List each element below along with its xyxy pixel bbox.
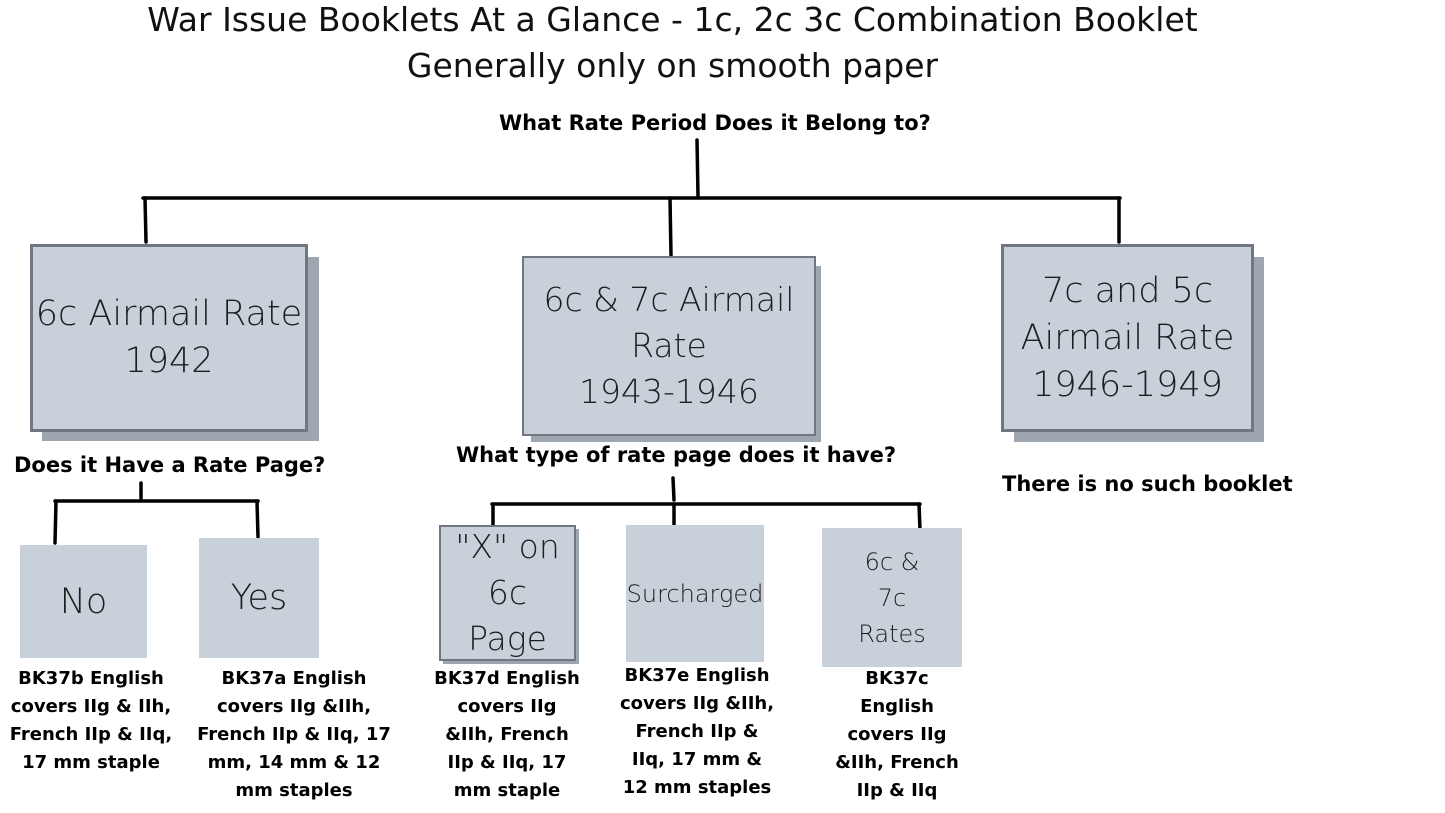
option-label: No [59,581,108,622]
caption-bk37b: BK37b English covers IIg & IIh, French I… [9,668,173,773]
option-label: "X" on 6c Page [455,527,560,658]
caption-bk37a: BK37a English covers IIg &IIh, French II… [197,668,391,801]
connector-line [53,499,58,545]
rate-box-1946-1949: 7c and 5c Airmail Rate 1946-1949 [1001,244,1254,432]
option-label: Surcharged [626,579,764,608]
option-label: 6c & 7c Rates [858,547,926,648]
connector-line [671,476,676,502]
rate-box-label: 6c & 7c Airmail Rate 1943-1946 [543,280,795,411]
option-box-surcharged: Surcharged [626,525,764,662]
diagram-title: War Issue Booklets At a Glance - 1c, 2c … [147,0,1198,39]
rate-box-1943-1946: 6c & 7c Airmail Rate 1943-1946 [522,256,816,436]
option-label: Yes [230,578,288,618]
caption-bk37c: BK37c English covers IIg &IIh, French II… [835,668,959,801]
connector-line [695,138,700,198]
no-booklet-note: There is no such booklet [1002,472,1293,496]
connector-line [668,196,673,257]
rate-box-1942: 6c Airmail Rate 1942 [30,244,308,432]
rate-box-label: 7c and 5c Airmail Rate 1946-1949 [1020,270,1235,405]
caption-bk37e: BK37e English covers IIg &IIh, French II… [619,665,775,798]
question-rate-period: What Rate Period Does it Belong to? [499,111,931,135]
caption-bk37d: BK37d English covers IIg &IIh, French II… [434,668,580,801]
option-box-yes: Yes [199,538,319,658]
connector-line [255,499,260,539]
diagram-subtitle: Generally only on smooth paper [406,46,939,85]
option-box-x-on-6c-page: "X" on 6c Page [439,525,576,661]
connector-line [917,502,922,532]
question-has-rate-page: Does it Have a Rate Page? [14,453,326,477]
connector-line [143,196,148,244]
question-rate-page-type: What type of rate page does it have? [456,443,897,467]
option-box-no: No [20,545,147,658]
rate-box-label: 6c Airmail Rate 1942 [35,294,303,381]
option-box-6c-7c-rates: 6c & 7c Rates [822,528,962,667]
